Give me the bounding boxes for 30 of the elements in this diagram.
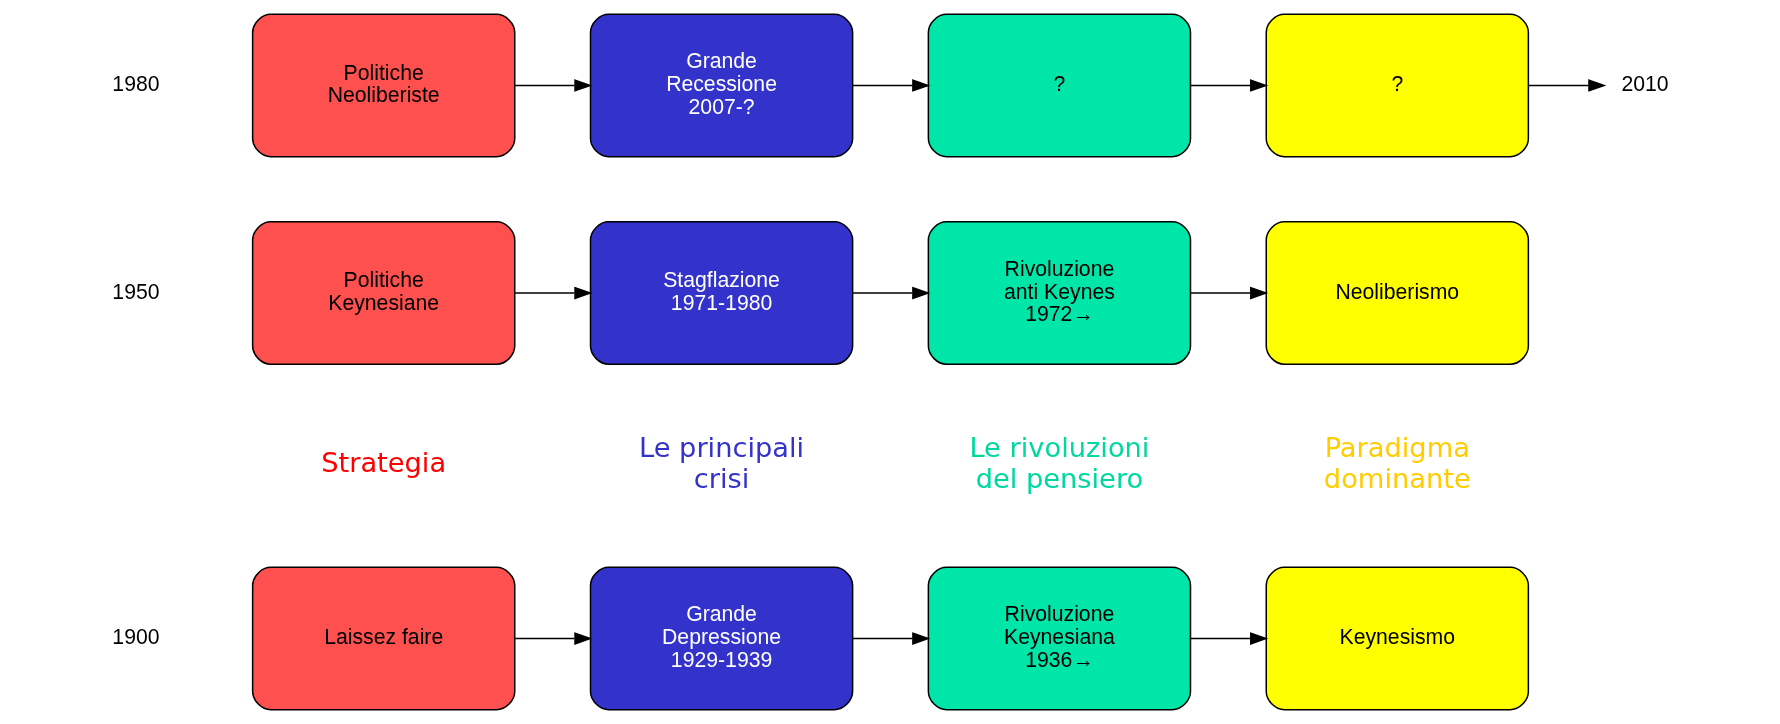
label: 1980 bbox=[111, 72, 160, 96]
label: 1900 bbox=[111, 625, 160, 649]
arrow bbox=[851, 79, 930, 92]
arrow bbox=[513, 79, 592, 92]
node-box: Grande Depressione 1929-1939 bbox=[589, 566, 853, 711]
node-box: Stagflazione 1971-1980 bbox=[589, 221, 853, 366]
node-box: Keynesismo bbox=[1265, 566, 1529, 711]
node-box: Politiche Keynesiane bbox=[251, 221, 515, 366]
node-box: Neoliberismo bbox=[1265, 221, 1529, 366]
arrow bbox=[851, 632, 930, 645]
node-box: ? bbox=[1265, 13, 1529, 158]
label: Paradigma dominante bbox=[1323, 432, 1471, 494]
arrow bbox=[1527, 79, 1606, 92]
label: Le principali crisi bbox=[638, 432, 804, 494]
label: Le rivoluzioni del pensiero bbox=[968, 432, 1149, 494]
arrow bbox=[1189, 79, 1268, 92]
arrow bbox=[1189, 632, 1268, 645]
arrow bbox=[851, 286, 930, 300]
label: 1950 bbox=[111, 279, 160, 303]
node-text: 2010 bbox=[1620, 72, 1669, 96]
arrow bbox=[1189, 286, 1268, 300]
arrow bbox=[513, 632, 592, 645]
node-box: ? bbox=[927, 13, 1191, 158]
node-box: Politiche Neoliberiste bbox=[251, 13, 515, 158]
label: Strategia bbox=[320, 447, 446, 479]
arrow bbox=[513, 286, 592, 300]
node-box: Grande Recessione 2007-? bbox=[589, 13, 853, 158]
node-box: Rivoluzione Keynesiana 1936→ bbox=[927, 566, 1191, 711]
node-box: Laissez faire bbox=[251, 566, 515, 711]
node-box: Rivoluzione anti Keynes 1972→ bbox=[927, 221, 1191, 366]
